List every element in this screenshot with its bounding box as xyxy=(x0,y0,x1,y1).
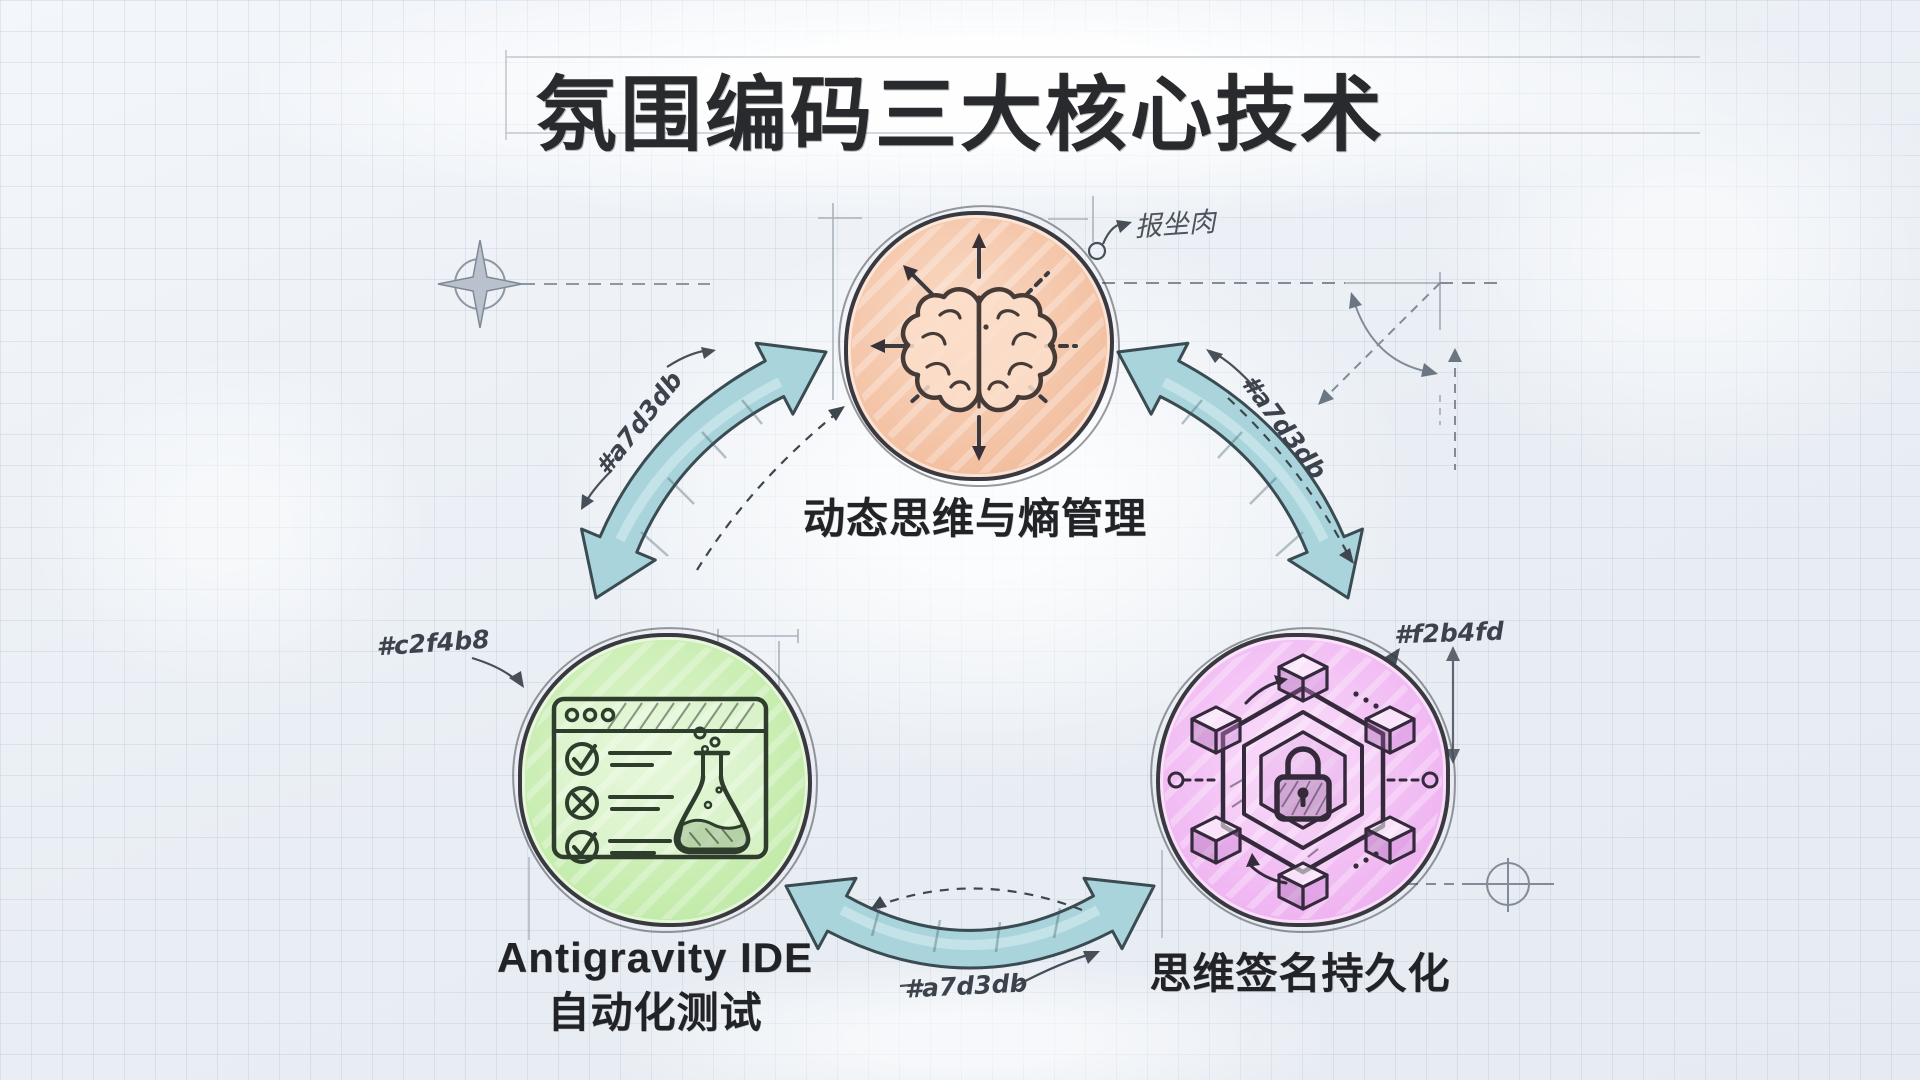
brain-radiating-icon xyxy=(870,233,1078,461)
checklist-flask-icon xyxy=(551,696,769,864)
node-dynamic-thinking xyxy=(844,211,1114,481)
compass-rose-icon xyxy=(437,239,710,329)
node-signature-persistence xyxy=(1156,633,1450,927)
brain-glyph xyxy=(900,287,1058,413)
label-antigravity-ide-line2: 自动化测试 xyxy=(547,989,763,1037)
label-antigravity-ide: Antigravity IDE 自动化测试 xyxy=(445,930,865,1041)
page-title: 氛围编码三大核心技术 xyxy=(534,70,1385,161)
node-antigravity-ide xyxy=(518,633,812,927)
arrow-bottom xyxy=(784,876,1156,970)
arrow-left xyxy=(580,341,828,600)
label-antigravity-ide-line1: Antigravity IDE xyxy=(496,934,814,981)
label-dynamic-thinking: 动态思维与熵管理 xyxy=(802,495,1147,542)
cube-lock-icon xyxy=(1167,653,1439,911)
arrow-right xyxy=(1116,341,1364,600)
handwritten-note-brain: 报坐肉 xyxy=(1133,206,1217,244)
label-signature-persistence: 思维签名持久化 xyxy=(1149,950,1451,997)
